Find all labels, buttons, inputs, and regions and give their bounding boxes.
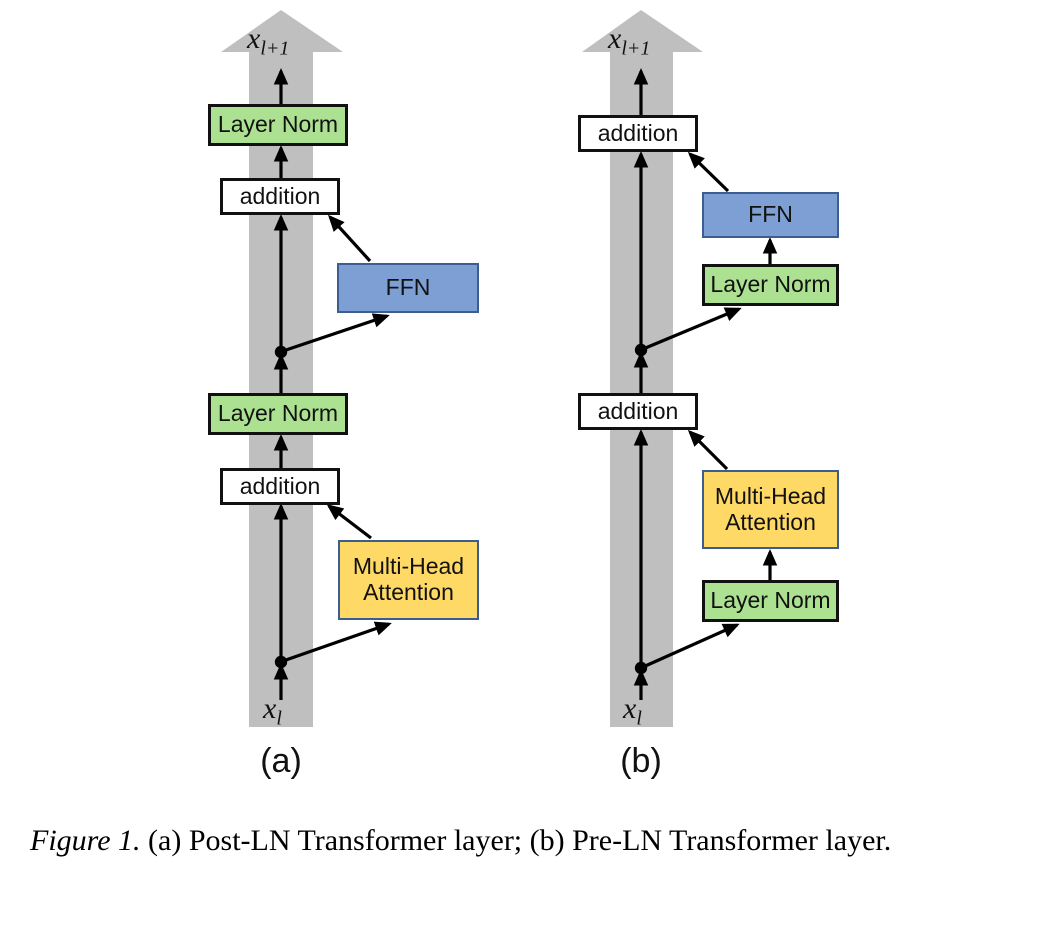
a-addition-top[interactable]: addition xyxy=(220,178,340,215)
a-mha-label-line2: Attention xyxy=(363,579,454,605)
b-output-label: xl+1 xyxy=(608,22,651,60)
figure-caption: Figure 1. (a) Post-LN Transformer layer;… xyxy=(30,820,1020,861)
a-layer-norm-top[interactable]: Layer Norm xyxy=(208,104,348,146)
a-layer-norm-bottom[interactable]: Layer Norm xyxy=(208,393,348,435)
a-output-label: xl+1 xyxy=(247,22,290,60)
a-input-label: xl xyxy=(263,692,282,730)
diagram-canvas xyxy=(221,10,778,727)
caption-lead: Figure 1. xyxy=(30,824,141,857)
edges-panel-a xyxy=(273,68,392,700)
panel-label-a: (a) xyxy=(260,742,302,780)
b-input-label: xl xyxy=(623,692,642,730)
a-addition-bottom[interactable]: addition xyxy=(220,468,340,505)
b-ffn[interactable]: FFN xyxy=(702,192,839,238)
b-addition-bottom[interactable]: addition xyxy=(578,393,698,430)
caption-text: (a) Post-LN Transformer layer; (b) Pre-L… xyxy=(140,824,892,857)
a-multi-head-attention[interactable]: Multi-Head Attention xyxy=(338,540,479,620)
b-layer-norm-top[interactable]: Layer Norm xyxy=(702,264,839,306)
a-ffn[interactable]: FFN xyxy=(337,263,479,313)
a-mha-label-line1: Multi-Head xyxy=(352,553,465,580)
edges-panel-b xyxy=(633,68,778,700)
b-multi-head-attention[interactable]: Multi-Head Attention xyxy=(702,470,839,549)
b-mha-label-line2: Attention xyxy=(725,508,816,535)
b-addition-top[interactable]: addition xyxy=(578,115,698,152)
b-mha-label-line1: Multi-Head xyxy=(714,482,827,509)
panel-label-b: (b) xyxy=(620,742,662,780)
b-layer-norm-bottom[interactable]: Layer Norm xyxy=(702,580,839,622)
